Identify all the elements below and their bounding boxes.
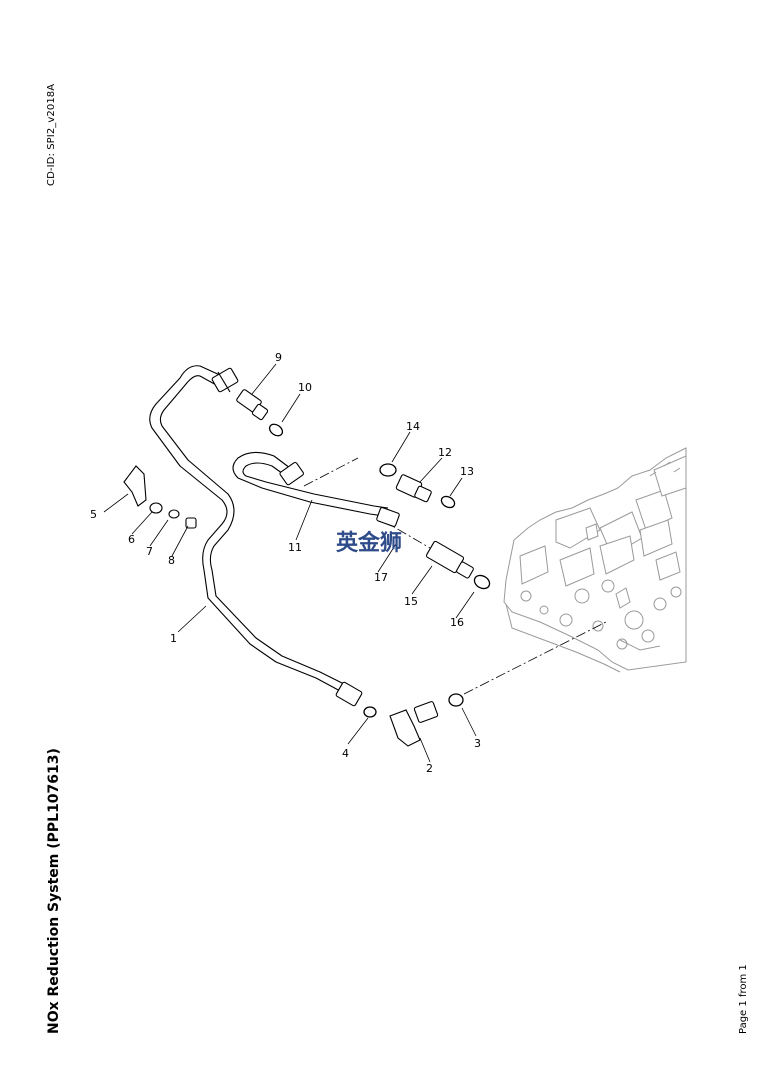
pipe-11 bbox=[232, 451, 389, 517]
fitting-9 bbox=[236, 389, 269, 421]
callout-numbers: 9 10 14 12 13 5 6 7 8 11 17 15 16 1 4 2 … bbox=[90, 351, 481, 775]
washer-7 bbox=[168, 509, 180, 519]
elbow-2 bbox=[389, 701, 439, 747]
o-ring-16 bbox=[473, 574, 491, 590]
o-ring-4 bbox=[363, 706, 377, 718]
callout-4: 4 bbox=[342, 747, 349, 760]
callout-10: 10 bbox=[298, 381, 312, 394]
callout-15: 15 bbox=[404, 595, 418, 608]
fitting-nut-11 bbox=[279, 461, 400, 527]
cylinder-head-drawing bbox=[503, 447, 687, 673]
callout-16: 16 bbox=[450, 616, 464, 629]
watermark: 英金狮 bbox=[336, 530, 402, 556]
callout-14: 14 bbox=[406, 420, 420, 433]
callout-1: 1 bbox=[170, 632, 177, 645]
callout-7: 7 bbox=[146, 545, 153, 558]
clamp-5 bbox=[123, 465, 147, 507]
nut-8 bbox=[185, 517, 197, 529]
callout-5: 5 bbox=[90, 508, 97, 521]
callout-3: 3 bbox=[474, 737, 481, 750]
o-ring-10 bbox=[268, 423, 284, 437]
callout-leaders bbox=[103, 363, 477, 763]
pipe-1 bbox=[149, 365, 345, 693]
fitting-nut-9-upper bbox=[211, 367, 239, 393]
fitting-12 bbox=[395, 474, 432, 503]
callout-2: 2 bbox=[426, 762, 433, 775]
connector-15 bbox=[425, 540, 474, 579]
o-ring-3 bbox=[448, 693, 464, 707]
callout-11: 11 bbox=[288, 541, 302, 554]
callout-13: 13 bbox=[460, 465, 474, 478]
callout-6: 6 bbox=[128, 533, 135, 546]
fitting-nut-1-lower bbox=[335, 681, 363, 707]
callout-8: 8 bbox=[168, 554, 175, 567]
callout-9: 9 bbox=[275, 351, 282, 364]
o-ring-14 bbox=[379, 463, 397, 477]
bushing-6 bbox=[149, 502, 163, 514]
callout-17: 17 bbox=[374, 571, 388, 584]
callout-12: 12 bbox=[438, 446, 452, 459]
o-ring-13 bbox=[440, 495, 456, 509]
